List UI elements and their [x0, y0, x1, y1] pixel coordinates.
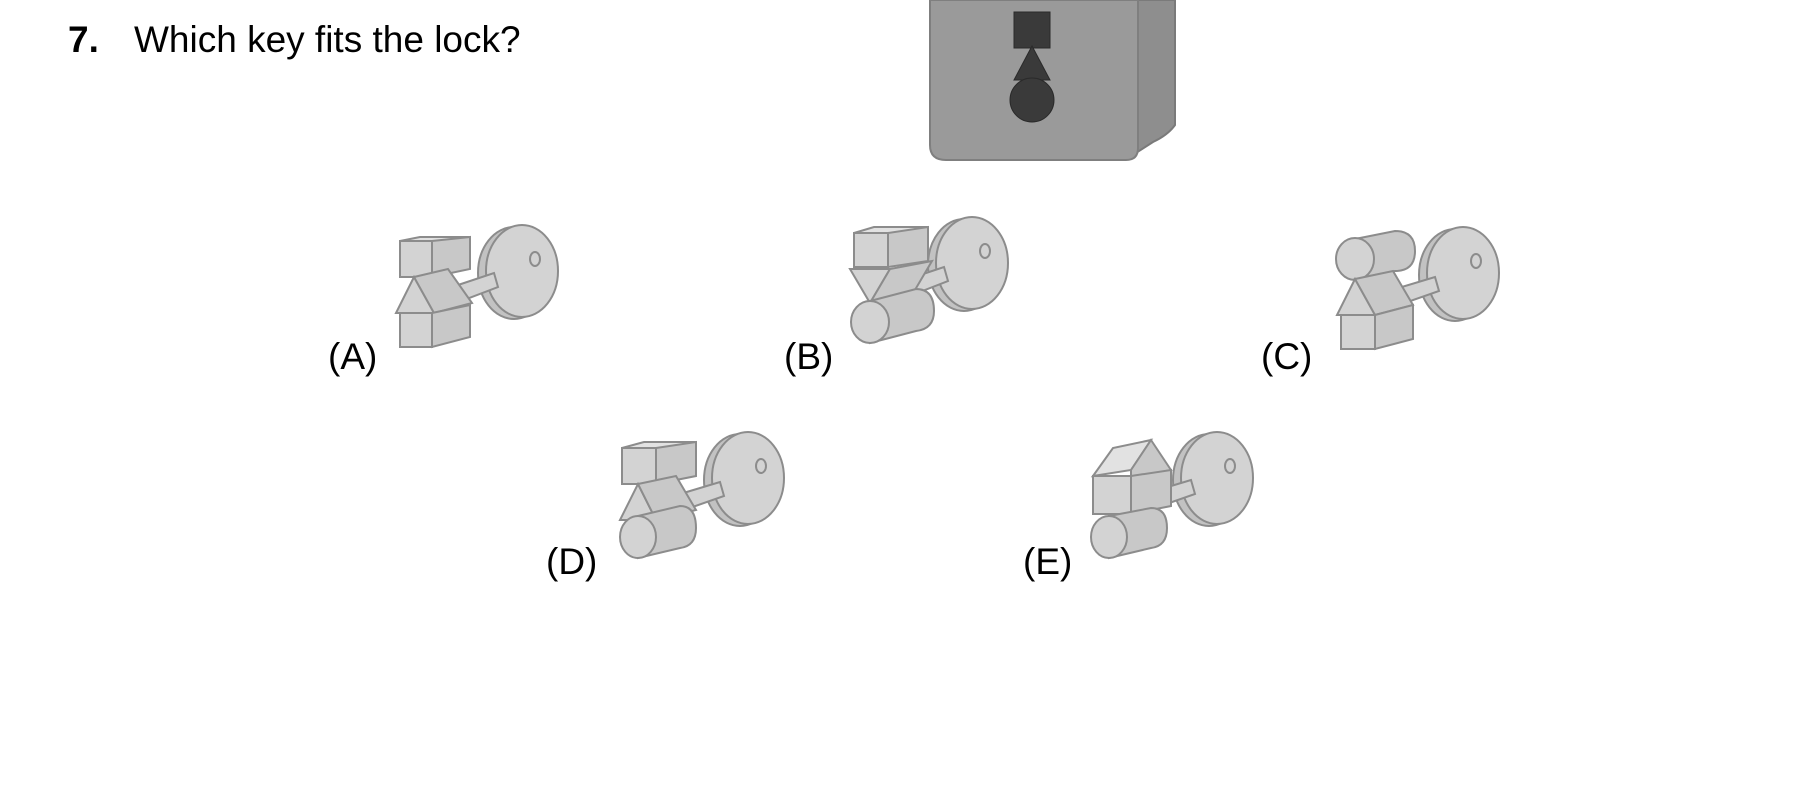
key-c-icon — [1335, 226, 1500, 351]
padlock-icon — [929, 0, 1176, 161]
key-e-icon — [1090, 431, 1254, 560]
option-e-label: (E) — [1023, 541, 1073, 582]
option-d-label: (D) — [546, 541, 598, 582]
option-e[interactable]: (E) — [1017, 430, 1254, 582]
option-a-label: (A) — [328, 336, 378, 377]
keyhole-square — [1013, 11, 1051, 49]
key-b-icon — [848, 216, 1009, 345]
option-a[interactable]: (A) — [322, 224, 559, 377]
key-d-icon — [618, 431, 785, 560]
option-b[interactable]: (B) — [778, 215, 1009, 377]
key-a-icon — [394, 224, 559, 349]
option-c[interactable]: (C) — [1255, 225, 1500, 377]
question-text: Which key fits the lock? — [134, 19, 521, 60]
question-number: 7. — [68, 19, 99, 60]
option-b-label: (B) — [784, 336, 834, 377]
option-d[interactable]: (D) — [542, 430, 785, 582]
keyhole-circle — [1009, 77, 1055, 123]
option-c-label: (C) — [1261, 336, 1313, 377]
question: 7. Which key fits the lock? — [68, 14, 521, 66]
